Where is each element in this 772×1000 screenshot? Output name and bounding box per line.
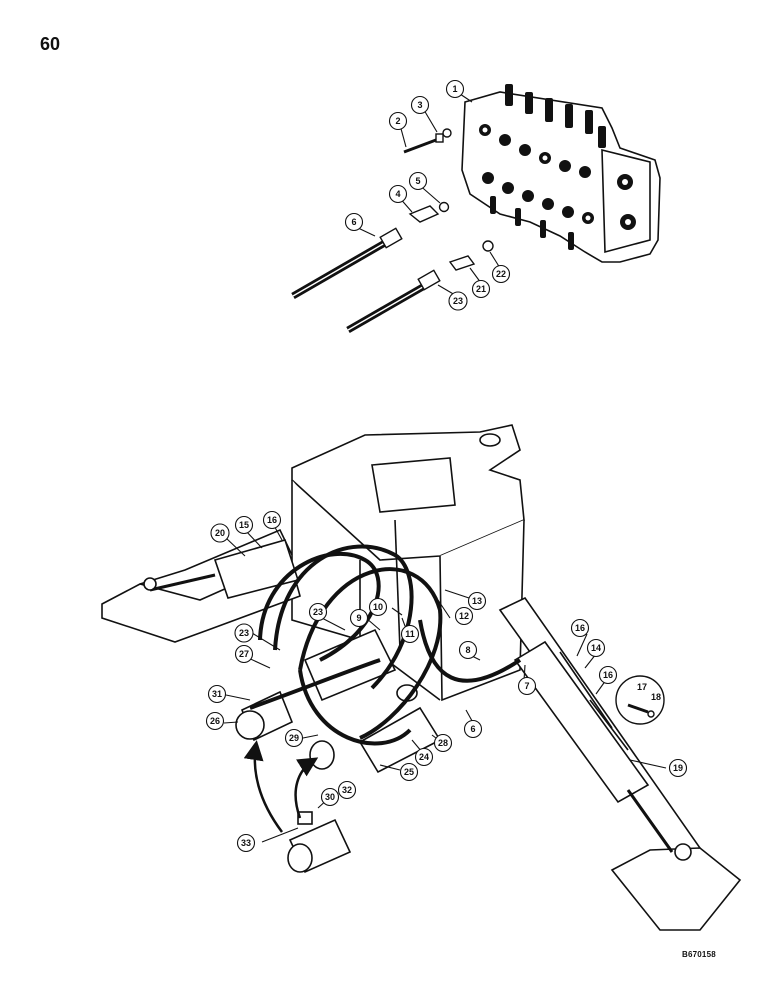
callout-11: 11 [405, 629, 415, 639]
hose-routing [249, 544, 522, 746]
callout-23-middle: 23 [313, 607, 323, 617]
callout-25: 25 [404, 767, 414, 777]
callout-26: 26 [210, 716, 220, 726]
hose-lower [346, 269, 441, 334]
callout-27: 27 [239, 649, 249, 659]
control-valve [461, 84, 661, 263]
callout-labels: 1 3 2 4 5 6 23 21 22 20 15 16 16 14 16 7… [210, 84, 683, 848]
callout-16-right-bottom: 16 [603, 670, 613, 680]
callout-29: 29 [289, 733, 299, 743]
valve-fittings [403, 128, 494, 271]
callout-8: 8 [465, 645, 470, 655]
drawing-number: B670158 [682, 950, 716, 959]
callout-3: 3 [417, 100, 422, 110]
callout-10: 10 [373, 602, 383, 612]
callout-6: 6 [351, 217, 356, 227]
page-number: 60 [40, 34, 61, 54]
callout-13: 13 [472, 596, 482, 606]
callout-22: 22 [496, 269, 506, 279]
callout-9: 9 [356, 613, 361, 623]
callout-17: 17 [637, 682, 647, 692]
hose-upper [291, 227, 403, 300]
callout-19: 19 [673, 763, 683, 773]
cylinder-right [513, 640, 674, 853]
callout-16-left: 16 [267, 515, 277, 525]
callout-14: 14 [591, 643, 601, 653]
detail-tee-fitting [287, 811, 352, 874]
callout-23-top: 23 [453, 296, 463, 306]
cylinder-center [235, 628, 442, 774]
callout-32: 32 [342, 785, 352, 795]
detail-grease-fitting [615, 675, 665, 725]
callout-24: 24 [419, 752, 429, 762]
callout-20: 20 [215, 528, 225, 538]
callout-7: 7 [524, 681, 529, 691]
motion-arrows [243, 740, 319, 833]
callout-12: 12 [459, 611, 469, 621]
callout-5: 5 [415, 176, 420, 186]
callout-28: 28 [438, 738, 448, 748]
callout-30: 30 [325, 792, 335, 802]
callout-21: 21 [476, 284, 486, 294]
callout-1: 1 [452, 84, 457, 94]
callout-15: 15 [239, 520, 249, 530]
callout-4: 4 [395, 189, 400, 199]
callout-18: 18 [651, 692, 661, 702]
callout-33: 33 [241, 838, 251, 848]
callout-31: 31 [212, 689, 222, 699]
callout-6-bottom: 6 [470, 724, 475, 734]
callout-23-left: 23 [239, 628, 249, 638]
callout-bubbles [205, 79, 688, 853]
mounting-frame [291, 424, 525, 702]
callout-16-right-top: 16 [575, 623, 585, 633]
callout-2: 2 [395, 116, 400, 126]
